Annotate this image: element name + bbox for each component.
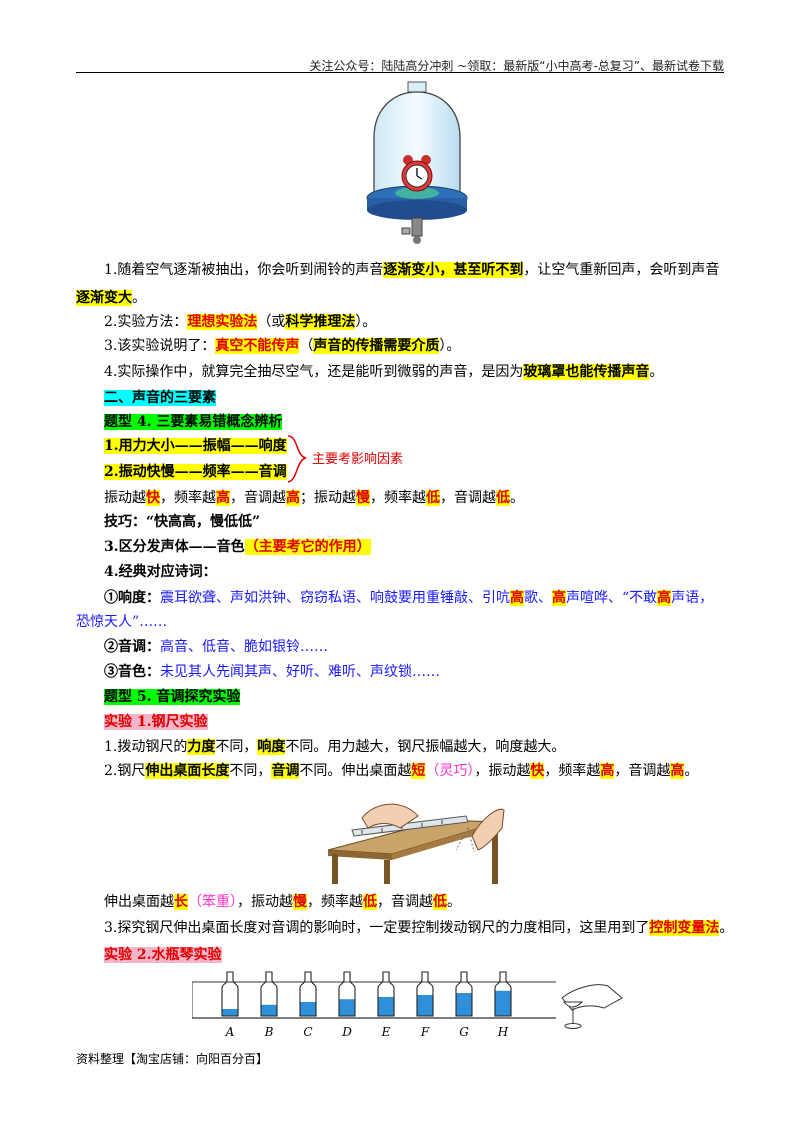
- bottle-label: B: [264, 1025, 274, 1039]
- timbre-line: 3.区分发声体——音色（主要考它的作用）: [104, 539, 371, 555]
- bottle-label: A: [225, 1025, 235, 1039]
- bottle-h: H: [494, 971, 512, 1039]
- loudness-examples: ①响度：震耳欲聋、声如洪钟、窃窃私语、响鼓要用重锤敲、引吭高歌、高声喧哗、“不敢…: [104, 590, 714, 606]
- rule-loudness: 1.用力大小——振幅——响度: [104, 438, 287, 454]
- pitch-examples: ②音调：高音、低音、脆如银铃……: [104, 639, 328, 655]
- bottle-label: E: [381, 1025, 391, 1039]
- loudness-examples-cont: 恐惊天人”……: [76, 614, 168, 630]
- bottle-f: F: [416, 971, 434, 1039]
- bell-jar-illustration: [366, 81, 468, 244]
- vibration-rule-line: 振动越快，频率越高，音调越高；振动越慢，频率越低，音调越低。: [104, 490, 524, 506]
- ruler-statement-2: 2.钢尺伸出桌面长度不同，音调不同。伸出桌面越短（灵巧），振动越快，频率越高，音…: [104, 763, 699, 779]
- topic-5-heading: 题型 5. 音调探究实验: [104, 689, 241, 705]
- section-heading-2: 二、声音的三要素: [104, 390, 216, 406]
- tip-line: 技巧：“快高高，慢低低”: [104, 514, 261, 530]
- ruler-statement-1: 1.拨动钢尺的力度不同，响度不同。用力越大，钢尺振幅越大，响度越大。: [104, 739, 566, 755]
- brace-bracket: [287, 435, 307, 483]
- experiment-1-heading: 实验 1.钢尺实验: [104, 714, 208, 730]
- bottle-c: C: [299, 971, 317, 1039]
- bell-jar-point-3: 3.该实验说明了：真空不能传声（声音的传播需要介质）。: [104, 338, 461, 354]
- bottle-label: F: [420, 1025, 430, 1039]
- bottle-e: E: [377, 971, 395, 1039]
- experiment-2-heading: 实验 2.水瓶琴实验: [104, 947, 222, 963]
- bottle-d: D: [338, 971, 356, 1039]
- bell-jar-point-1: 1.随着空气逐渐被抽出，你会听到闹铃的声音逐渐变小，甚至听不到，让空气重新回声，…: [104, 262, 720, 278]
- bottle-label: H: [497, 1025, 509, 1039]
- bottle-label: G: [459, 1025, 469, 1039]
- ruler-table-illustration: [322, 788, 506, 884]
- bell-jar-point-2: 2.实验方法：理想实验法（或科学推理法）。: [104, 314, 377, 330]
- brace-note: 主要考影响因素: [312, 452, 404, 467]
- water-bottles-illustration: A B C D E F G H: [192, 971, 623, 1039]
- rule-pitch: 2.振动快慢——频率——音调: [104, 464, 287, 480]
- bottle-b: B: [260, 971, 278, 1039]
- page-header: 关注公众号：陆陆高分冲刺 ~领取：最新版“小中高考-总复习”、最新试卷下载: [309, 59, 724, 73]
- timbre-examples: ③音色：未见其人先闻其声、好听、难听、声纹锁……: [104, 664, 440, 680]
- bottle-label: D: [341, 1025, 352, 1039]
- bell-jar-point-1-cont: 逐渐变大。: [76, 290, 146, 306]
- bottle-a: A: [221, 971, 239, 1039]
- bell-jar-point-4: 4.实际操作中，就算完全抽尽空气，还是能听到微弱的声音，是因为玻璃罩也能传播声音…: [104, 364, 664, 380]
- ruler-statement-4: 3.探究钢尺伸出桌面长度对音调的影响时，一定要控制拨动钢尺的力度相同，这里用到了…: [104, 920, 734, 936]
- bottle-label: C: [303, 1025, 312, 1039]
- poem-heading: 4.经典对应诗词：: [104, 564, 217, 580]
- topic-4-heading: 题型 4. 三要素易错概念辨析: [104, 414, 283, 430]
- hand-with-glass: [561, 984, 623, 1029]
- bottle-g: G: [455, 971, 473, 1039]
- ruler-statement-3: 伸出桌面越长（笨重），振动越慢，频率越低，音调越低。: [104, 894, 461, 910]
- header-rule: [76, 72, 724, 73]
- page-footer: 资料整理【淘宝店铺：向阳百分百】: [76, 1052, 269, 1066]
